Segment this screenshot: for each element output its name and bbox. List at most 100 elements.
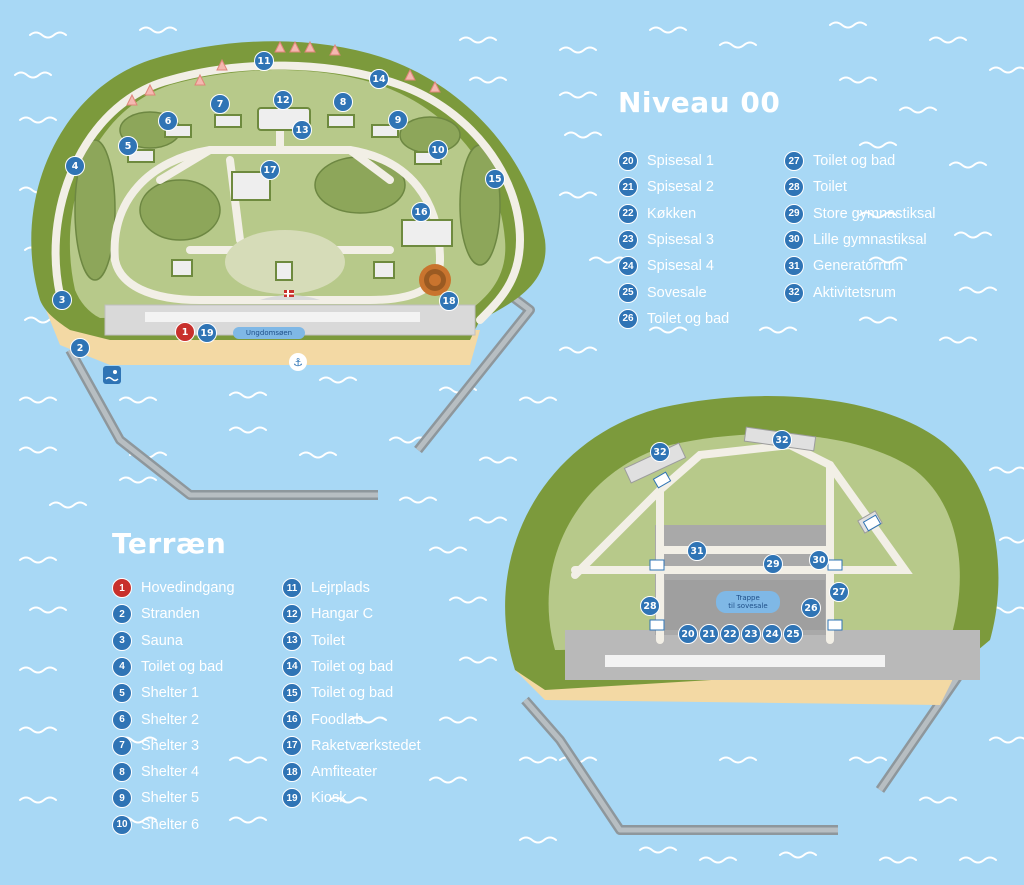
wave <box>29 31 67 39</box>
map-marker-3[interactable]: 3 <box>52 290 72 310</box>
legend-label: Shelter 2 <box>141 711 200 728</box>
wave <box>429 776 467 784</box>
wave <box>519 756 557 764</box>
map-marker-31[interactable]: 31 <box>687 541 707 561</box>
map-marker-7[interactable]: 7 <box>210 94 230 114</box>
legend-label: Toilet og bad <box>311 685 394 702</box>
map-marker-23[interactable]: 23 <box>741 624 761 644</box>
map-marker-32a[interactable]: 32 <box>650 442 670 462</box>
map-marker-29[interactable]: 29 <box>763 554 783 574</box>
wave <box>229 391 267 399</box>
wave <box>119 396 157 404</box>
wave <box>719 756 757 764</box>
legend-label: Køkken <box>647 205 697 222</box>
map-marker-20[interactable]: 20 <box>678 624 698 644</box>
wave <box>439 716 477 724</box>
wave <box>349 716 387 724</box>
map-marker-30[interactable]: 30 <box>809 550 829 570</box>
wave <box>319 376 357 384</box>
legend-label: Shelter 3 <box>141 737 200 754</box>
anchor-icon: ⚓ <box>289 353 307 371</box>
map-marker-28[interactable]: 28 <box>640 596 660 616</box>
map-marker-25[interactable]: 25 <box>783 624 803 644</box>
wave <box>459 36 497 44</box>
legend-label: Spisesal 3 <box>647 231 714 248</box>
map-marker-16[interactable]: 16 <box>411 202 431 222</box>
legend-label: Lille gymnastiksal <box>813 231 927 248</box>
map-marker-13[interactable]: 13 <box>292 120 312 140</box>
map-marker-10[interactable]: 10 <box>428 140 448 160</box>
map-marker-21[interactable]: 21 <box>699 624 719 644</box>
map-marker-2[interactable]: 2 <box>70 338 90 358</box>
terrain-island <box>31 40 546 500</box>
map-marker-17[interactable]: 17 <box>260 160 280 180</box>
map-marker-15[interactable]: 15 <box>485 169 505 189</box>
legend-label: Shelter 1 <box>141 685 200 702</box>
map-marker-22[interactable]: 22 <box>720 624 740 644</box>
wave <box>589 256 627 264</box>
wave <box>899 106 937 114</box>
legend-badge: 4 <box>112 656 132 677</box>
map-marker-8[interactable]: 8 <box>333 92 353 112</box>
wave <box>719 41 757 49</box>
level00-island <box>505 396 999 835</box>
map-marker-24[interactable]: 24 <box>762 624 782 644</box>
map-marker-1[interactable]: 1 <box>175 322 195 342</box>
map-marker-19[interactable]: 19 <box>197 323 217 343</box>
map-marker-32b[interactable]: 32 <box>772 430 792 450</box>
trappe-line2: til sovesale <box>728 602 768 610</box>
map-marker-6[interactable]: 6 <box>158 111 178 131</box>
terraen-heading: Terræn <box>112 527 227 560</box>
wave <box>19 116 57 124</box>
wave <box>829 21 867 29</box>
map-marker-9[interactable]: 9 <box>388 110 408 130</box>
map-marker-11[interactable]: 11 <box>254 51 274 71</box>
legend-badge: 26 <box>618 308 638 329</box>
legend-badge: 13 <box>282 630 302 651</box>
map-marker-14[interactable]: 14 <box>369 69 389 89</box>
map-marker-26[interactable]: 26 <box>801 598 821 618</box>
wave <box>879 856 917 864</box>
wave <box>559 91 597 99</box>
wave <box>19 796 57 804</box>
map-marker-4[interactable]: 4 <box>65 156 85 176</box>
wave <box>699 856 737 864</box>
map-marker-27[interactable]: 27 <box>829 582 849 602</box>
map-marker-18[interactable]: 18 <box>439 291 459 311</box>
map-marker-5[interactable]: 5 <box>118 136 138 156</box>
map-marker-12[interactable]: 12 <box>273 90 293 110</box>
wave <box>19 556 57 564</box>
